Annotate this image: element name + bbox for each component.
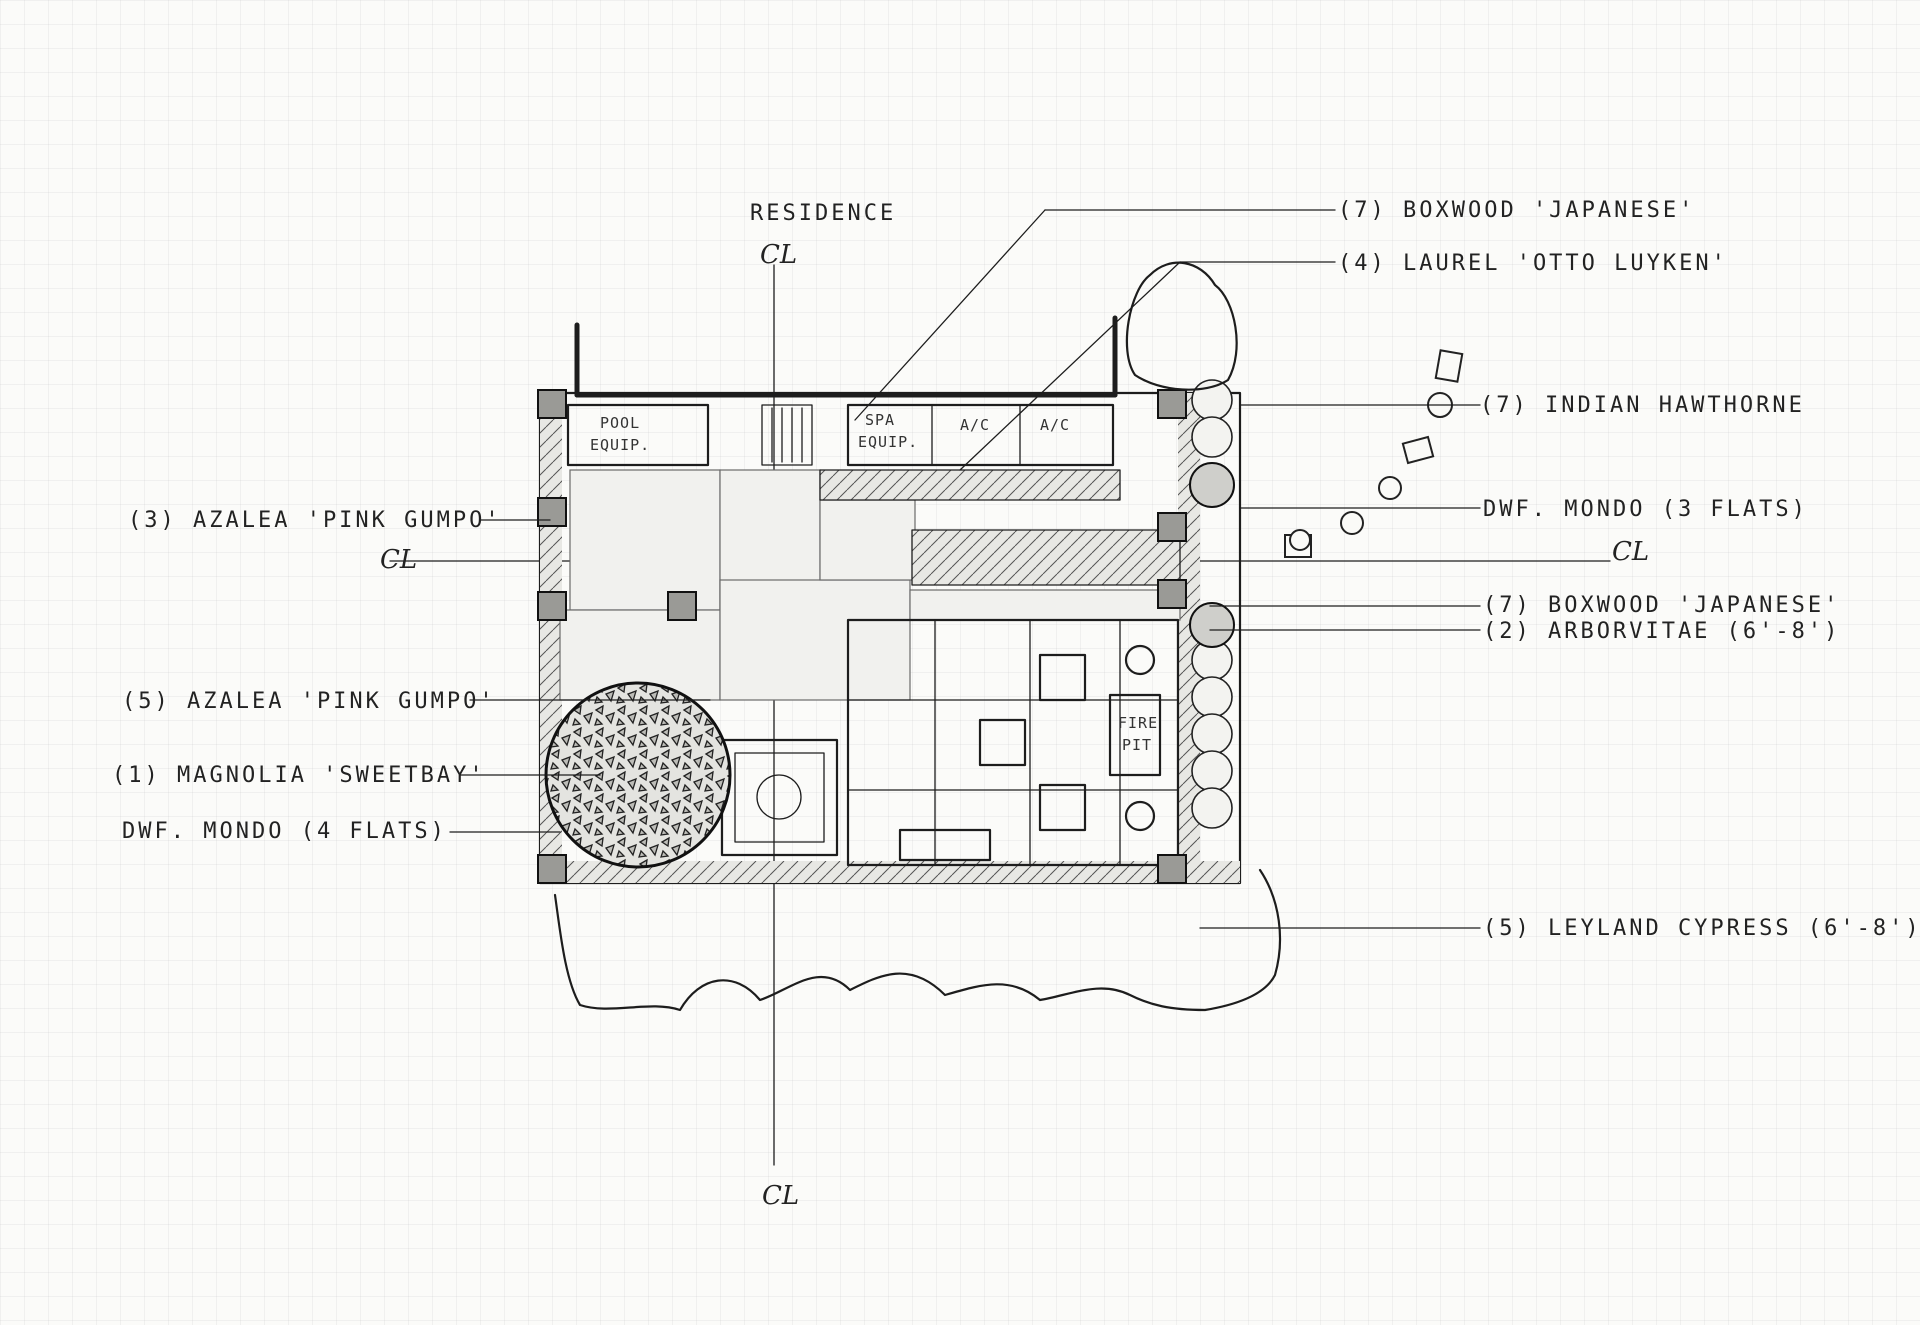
label-cypress: (5) LEYLAND CYPRESS (6'-8'): [1483, 916, 1920, 941]
laurel-tree: [1125, 261, 1238, 391]
fire-pit-label: FIRE: [1118, 714, 1158, 732]
plant-labels-left: (3) AZALEA 'PINK GUMPO' (5) AZALEA 'PINK…: [112, 508, 502, 844]
cl-mark-left: CL: [380, 545, 417, 575]
chair: [978, 718, 1027, 767]
fire-pit-label-2: PIT: [1122, 736, 1152, 754]
arborvitae: [1189, 462, 1235, 648]
plant-labels-right: (7) BOXWOOD 'JAPANESE' (4) LAUREL 'OTTO …: [1338, 198, 1920, 941]
chair: [1038, 783, 1087, 832]
label-mondo-right: DWF. MONDO (3 FLATS): [1483, 497, 1808, 522]
pool-equipment-pad: [566, 403, 710, 467]
spa-equip-label: SPA: [865, 411, 895, 429]
cl-mark-top: CL: [760, 240, 797, 270]
stepping-stones: [1284, 349, 1464, 558]
label-boxwood-mid: (7) BOXWOOD 'JAPANESE': [1483, 593, 1840, 618]
equipment-area: POOL EQUIP. SPA EQUIP. A/C A/C: [566, 403, 1115, 467]
fountain: [720, 738, 839, 857]
label-arborvitae: (2) ARBORVITAE (6'-8'): [1483, 619, 1840, 644]
cl-mark-bottom: CL: [762, 1181, 799, 1211]
fire-pit: [1108, 693, 1162, 777]
label-azalea-top: (3) AZALEA 'PINK GUMPO': [128, 508, 502, 533]
paving: [559, 469, 1181, 701]
pool-equip-label: POOL: [600, 414, 640, 432]
label-magnolia: (1) MAGNOLIA 'SWEETBAY': [112, 763, 486, 788]
mechanical-pad: [846, 403, 1115, 467]
planter-pot: [1124, 800, 1156, 832]
label-boxwood-top: (7) BOXWOOD 'JAPANESE': [1338, 198, 1695, 223]
planter-pot: [1124, 644, 1156, 676]
chair: [1038, 653, 1087, 702]
ac-unit-label-2: A/C: [1040, 416, 1070, 434]
bench: [898, 828, 992, 862]
label-laurel: (4) LAUREL 'OTTO LUYKEN': [1338, 251, 1728, 276]
hawthorne-shrubs: [1191, 379, 1233, 829]
label-azalea-mid: (5) AZALEA 'PINK GUMPO': [122, 689, 496, 714]
cypress-hedge: [553, 868, 1282, 1012]
planter-wall: [819, 469, 1121, 501]
label-mondo-left: DWF. MONDO (4 FLATS): [122, 819, 447, 844]
cl-mark-right: CL: [1612, 537, 1649, 567]
label-hawthorne: (7) INDIAN HAWTHORNE: [1480, 393, 1805, 418]
ac-unit-label: A/C: [960, 416, 990, 434]
columns: [537, 389, 1187, 884]
residence-title: RESIDENCE: [750, 201, 896, 226]
leader-lines: [449, 209, 1481, 929]
patio: FIRE PIT: [846, 618, 1180, 867]
stone-bench-wall: [911, 529, 1181, 586]
spa-equip-label-2: EQUIP.: [858, 433, 918, 451]
pool-equip-label-2: EQUIP.: [590, 436, 650, 454]
